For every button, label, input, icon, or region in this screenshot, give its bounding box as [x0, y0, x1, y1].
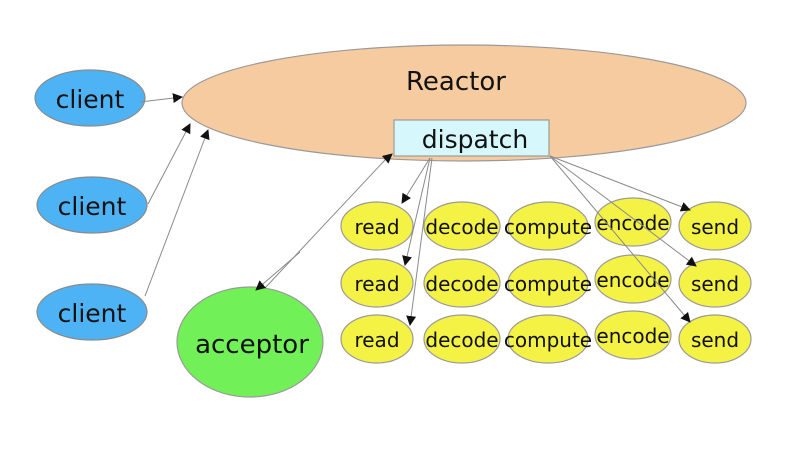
handler-label: encode	[596, 268, 669, 292]
dispatch-node: dispatch	[393, 119, 550, 157]
client-node: client	[34, 69, 146, 127]
handler-encode: encode	[594, 197, 672, 247]
reactor-node: Reactor	[181, 44, 747, 162]
handler-ellipse	[340, 314, 414, 364]
edges	[139, 93, 697, 326]
handler-label: read	[354, 215, 399, 239]
handler-read: read	[340, 258, 414, 308]
dispatch-label: dispatch	[422, 125, 528, 154]
edge-arrow	[264, 159, 386, 289]
clients: client client client	[34, 69, 148, 341]
handler-label: send	[691, 328, 739, 352]
handler-label: decode	[425, 328, 498, 352]
client-node: client	[36, 283, 148, 341]
handler-ellipse	[340, 201, 414, 251]
handler-ellipse	[507, 258, 589, 308]
dispatch-box	[393, 119, 550, 157]
client-ellipse	[36, 283, 148, 341]
edge-arrow	[549, 155, 691, 212]
edge-arrow	[549, 155, 691, 323]
handler-compute: compute	[504, 201, 592, 251]
edge-arrow	[139, 93, 183, 104]
client-ellipse	[36, 176, 148, 234]
client-node: client	[36, 176, 148, 234]
handler-read: read	[340, 201, 414, 251]
handler-compute: compute	[504, 258, 592, 308]
handler-ellipse	[340, 258, 414, 308]
edge-arrow	[406, 157, 433, 326]
edge-arrow	[144, 129, 210, 297]
edge-arrow	[402, 157, 431, 266]
client-ellipse	[34, 69, 146, 127]
handler-ellipse	[678, 201, 752, 251]
handler-ellipse	[507, 314, 589, 364]
edge-arrow	[381, 153, 393, 164]
handler-label: compute	[504, 272, 592, 296]
handler-label: decode	[425, 215, 498, 239]
edge-arrow	[549, 155, 697, 267]
handler-label: compute	[504, 328, 592, 352]
handler-decode: decode	[423, 314, 501, 364]
handler-encode: encode	[594, 254, 672, 304]
handler-label: send	[691, 215, 739, 239]
client-label: client	[58, 192, 127, 221]
handler-label: send	[691, 272, 739, 296]
acceptor-label: acceptor	[195, 330, 309, 360]
handler-send: send	[678, 258, 752, 308]
handler-ellipse	[423, 258, 501, 308]
edge-arrow	[401, 157, 431, 204]
acceptor-ellipse	[176, 286, 324, 398]
handler-label: decode	[425, 272, 498, 296]
handler-encode: encode	[594, 310, 672, 360]
handler-ellipse	[594, 197, 672, 247]
handler-ellipse	[678, 314, 752, 364]
handler-ellipse	[594, 310, 672, 360]
handler-ellipse	[423, 314, 501, 364]
handler-ellipse	[507, 201, 589, 251]
handler-ellipse	[678, 258, 752, 308]
handler-decode: decode	[423, 201, 501, 251]
handler-decode: decode	[423, 258, 501, 308]
handler-label: compute	[504, 215, 592, 239]
handler-send: send	[678, 314, 752, 364]
client-label: client	[56, 85, 125, 114]
reactor-label: Reactor	[406, 67, 506, 97]
handler-send: send	[678, 201, 752, 251]
acceptor-node: acceptor	[176, 286, 324, 398]
edge-arrow	[147, 123, 191, 205]
client-label: client	[58, 299, 127, 328]
handler-read: read	[340, 314, 414, 364]
handler-label: encode	[596, 211, 669, 235]
handler-label: read	[354, 328, 399, 352]
handler-label: read	[354, 272, 399, 296]
handler-ellipse	[423, 201, 501, 251]
handler-compute: compute	[504, 314, 592, 364]
handler-label: encode	[596, 324, 669, 348]
edge-arrow	[255, 251, 301, 291]
